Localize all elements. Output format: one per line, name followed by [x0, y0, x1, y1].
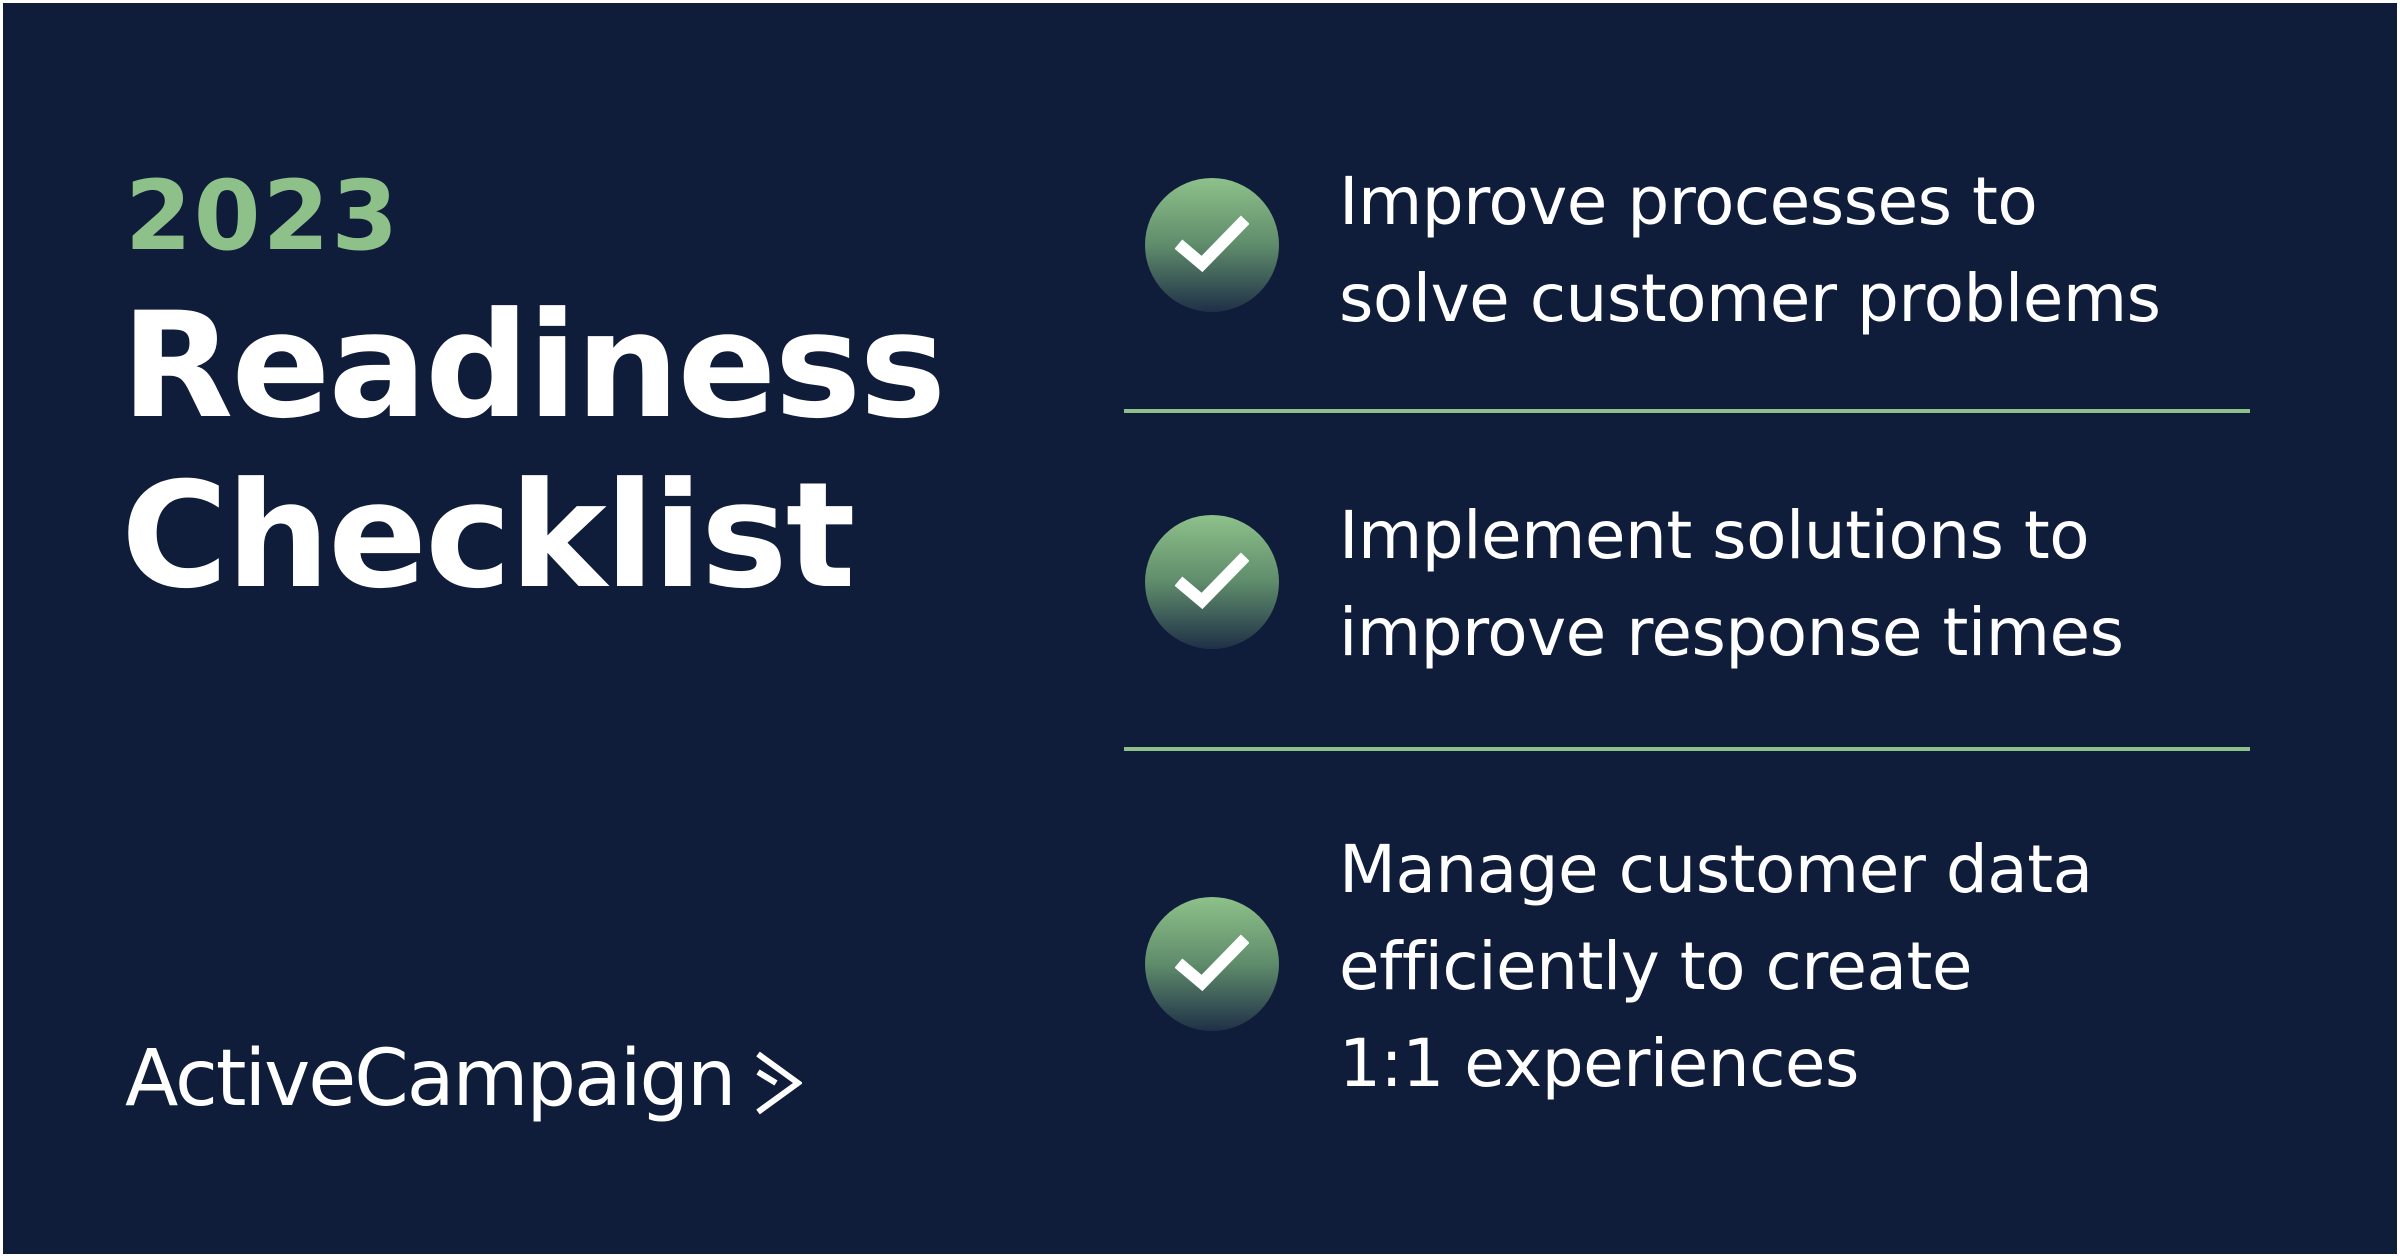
item-line: solve customer problems [1339, 260, 2161, 337]
item-line: Manage customer data [1339, 831, 2093, 908]
activecampaign-logo: ActiveCampaign [125, 1031, 803, 1127]
item-line: 1:1 experiences [1339, 1025, 1859, 1102]
checkmark-icon [1175, 934, 1249, 992]
check-circle-icon [1145, 515, 1279, 649]
title-line: Readiness [121, 281, 946, 451]
item-line: improve response times [1339, 594, 2124, 671]
divider [1124, 409, 2250, 413]
chevron-right-icon [756, 1051, 803, 1115]
checklist-item-text: Improve processes to solve customer prob… [1339, 153, 2161, 347]
title-line: Checklist [121, 451, 856, 621]
page-title: Readiness Checklist [121, 281, 946, 621]
check-circle-icon [1145, 178, 1279, 312]
logo-text: ActiveCampaign [125, 1034, 736, 1124]
year-label: 2023 [125, 160, 401, 272]
item-line: Implement solutions to [1339, 497, 2090, 574]
checkmark-icon [1175, 215, 1249, 273]
checklist: Improve processes to solve customer prob… [1124, 3, 2250, 1260]
item-line: efficiently to create [1339, 928, 1972, 1005]
checklist-item-text: Manage customer data efficiently to crea… [1339, 821, 2093, 1112]
check-circle-icon [1145, 897, 1279, 1031]
divider [1124, 747, 2250, 751]
item-line: Improve processes to [1339, 163, 2038, 240]
readiness-checklist-card: 2023 Readiness Checklist ActiveCampaign … [3, 3, 2397, 1254]
checklist-item-text: Implement solutions to improve response … [1339, 487, 2124, 681]
checkmark-icon [1175, 552, 1249, 610]
